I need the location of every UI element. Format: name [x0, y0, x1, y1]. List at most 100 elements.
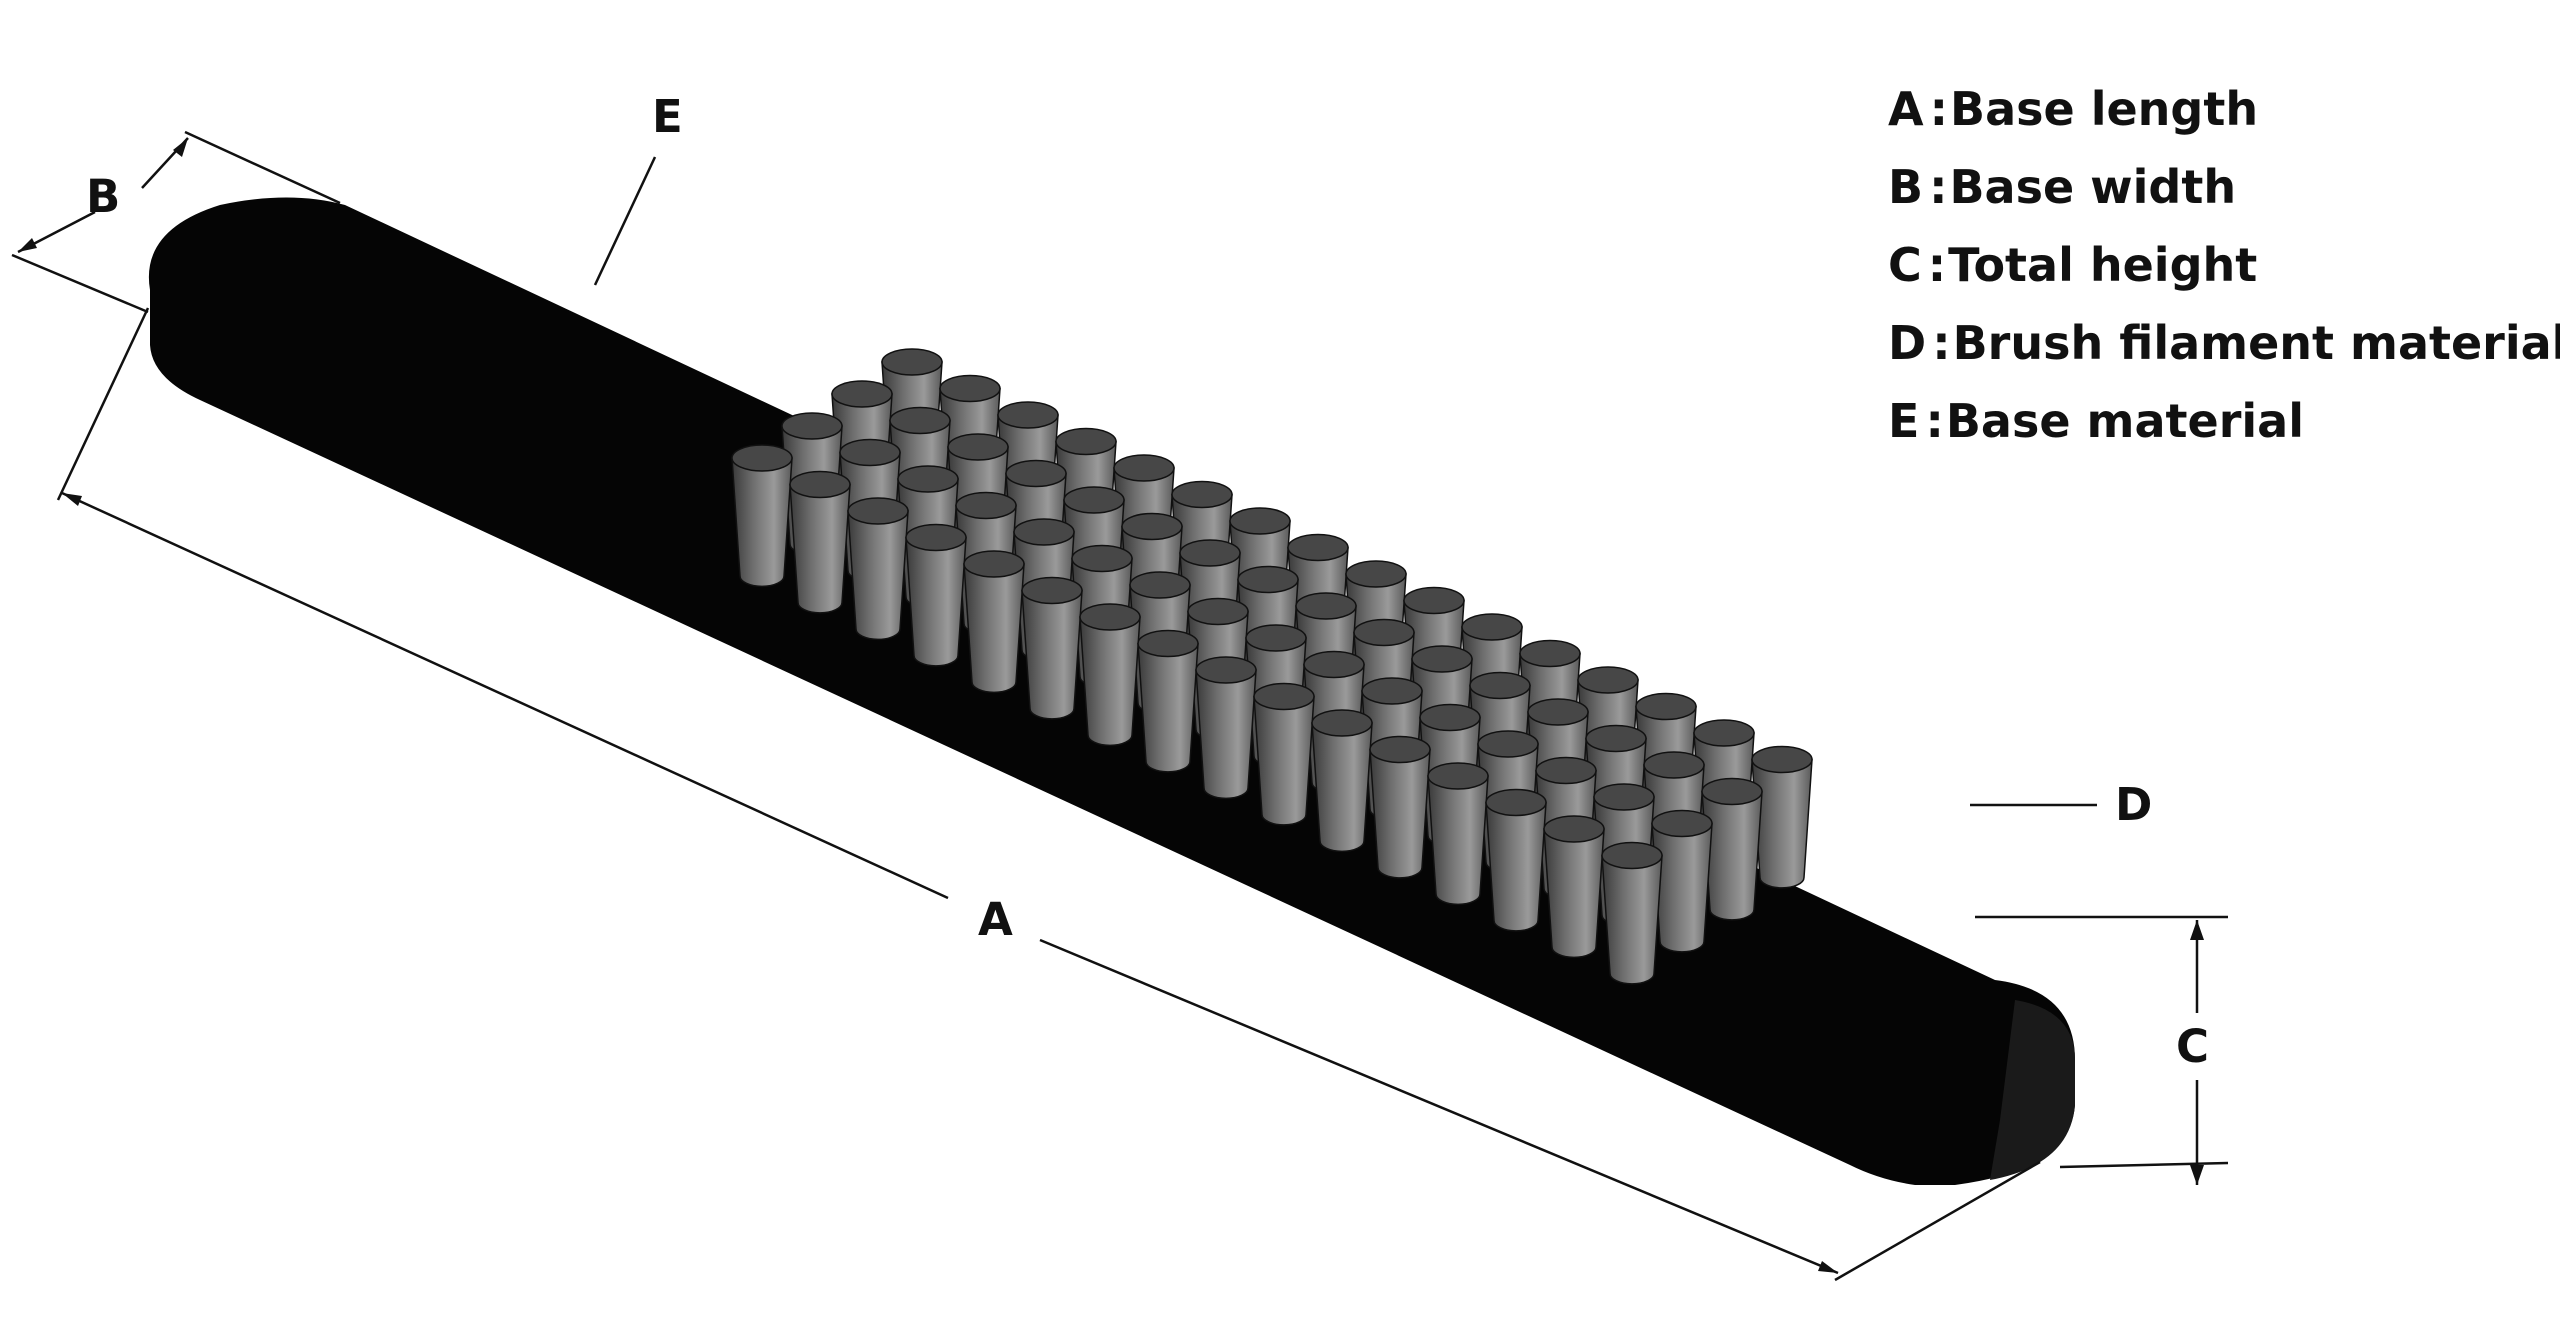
legend-separator: :: [1929, 82, 1949, 136]
bristle-body: [1195, 669, 1257, 800]
bristle-top: [1195, 656, 1257, 684]
legend-item-d: D:Brush filament material: [1888, 304, 2560, 382]
dim-c-arrow-top: [2190, 920, 2204, 940]
bristle-top: [1593, 783, 1655, 811]
bristle-tuft: [1485, 788, 1547, 932]
dim-a-ext-right: [1834, 1160, 2041, 1282]
bristle-tuft: [1369, 735, 1431, 879]
bristle-top: [1751, 745, 1813, 774]
legend-label: Base length: [1950, 82, 2259, 136]
legend-key: B: [1888, 160, 1924, 214]
bristle-top: [1643, 751, 1705, 779]
bristle-top: [1171, 480, 1233, 509]
dim-b-ext-lower: [11, 253, 149, 314]
bristle-top: [1179, 539, 1241, 567]
base-side-shade: [1990, 1000, 2075, 1180]
bristle-body: [1021, 589, 1083, 720]
bristle-tuft: [847, 497, 909, 641]
bristle-top: [847, 497, 909, 525]
dim-a-ext-left: [56, 307, 150, 501]
bristle-top: [1403, 586, 1465, 615]
bristle-top: [1303, 650, 1365, 679]
bristle-tuft: [963, 550, 1025, 694]
legend-label: Brush filament material: [1952, 316, 2560, 370]
bristle-top: [1071, 544, 1133, 573]
bristle-tuft: [1253, 682, 1315, 826]
bristle-body: [905, 536, 967, 667]
bristle-top: [947, 433, 1009, 461]
bristle-top: [1461, 613, 1523, 641]
bristle-top: [1369, 735, 1431, 764]
dim-label-b: B: [86, 170, 120, 223]
bristle-top: [1577, 666, 1639, 694]
legend-label: Base material: [1945, 394, 2304, 448]
bristle-body: [789, 483, 851, 614]
bristle-top: [1021, 576, 1083, 605]
dim-c-ext-bottom: [2059, 1161, 2229, 1169]
bristle-tuft: [1651, 809, 1713, 953]
bristle-top: [1519, 639, 1581, 668]
bristle-tuft: [1079, 603, 1141, 747]
bristle-tuft: [1137, 629, 1199, 773]
legend-item-b: B:Base width: [1888, 148, 2528, 226]
bristle-top: [889, 406, 951, 435]
bristle-top: [905, 523, 967, 552]
bristle-top: [1079, 603, 1141, 631]
legend-label: Total height: [1948, 238, 2258, 292]
legend-separator: :: [1927, 238, 1947, 292]
legend-item-e: E:Base material: [1888, 382, 2528, 460]
bristle-top: [1419, 703, 1481, 732]
bristle-tuft: [1543, 815, 1605, 959]
bristle-top: [1311, 709, 1373, 737]
dim-label-e: E: [652, 90, 683, 143]
bristle-top: [963, 550, 1025, 578]
dim-a-line-1: [61, 491, 949, 900]
legend: A:Base length B:Base width C:Total heigh…: [1888, 70, 2560, 460]
bristle-body: [731, 457, 793, 588]
bristle-top: [839, 438, 901, 467]
legend-item-a: A:Base length: [1888, 70, 2528, 148]
legend-separator: :: [1925, 394, 1944, 448]
dimension-labels: A B C D E: [86, 90, 2209, 1073]
bristle-top: [997, 401, 1059, 429]
dim-a-arrow-left: [62, 493, 82, 506]
bristle-tuft: [1751, 745, 1813, 889]
bristle-top: [1345, 560, 1407, 588]
bristle-body: [1543, 828, 1605, 959]
dim-a-line-2: [1039, 938, 1839, 1275]
bristle-body: [1485, 801, 1547, 932]
bristle-top: [1121, 512, 1183, 541]
bristle-field: [731, 348, 1813, 985]
dim-label-c: C: [2176, 1020, 2209, 1073]
bristle-tuft: [905, 523, 967, 667]
legend-key: C: [1888, 238, 1922, 292]
bristle-top: [881, 348, 943, 376]
bristle-top: [1527, 698, 1589, 726]
bristle-body: [1701, 790, 1763, 921]
bristle-body: [1601, 854, 1663, 985]
bristle-top: [781, 412, 843, 440]
bristle-top: [831, 380, 893, 408]
bristle-body: [1751, 758, 1813, 889]
legend-item-c: C:Total height: [1888, 226, 2528, 304]
bristle-tuft: [1601, 841, 1663, 985]
bristle-tuft: [1427, 762, 1489, 906]
dim-label-a: A: [978, 893, 1013, 946]
dim-b-arrow-upper: [173, 138, 188, 157]
bristle-top: [1253, 682, 1315, 711]
bristle-top: [1361, 677, 1423, 705]
bristle-top: [1651, 809, 1713, 838]
bristle-tuft: [1701, 777, 1763, 921]
bristle-top: [1187, 597, 1249, 626]
bristle-top: [1353, 618, 1415, 647]
dim-c-arrow-bottom: [2190, 1165, 2204, 1185]
bristle-top: [1477, 730, 1539, 758]
bristle-tuft: [1311, 709, 1373, 853]
bristle-tuft: [789, 470, 851, 614]
dim-b-arrow-lower: [18, 238, 37, 252]
bristle-top: [1701, 777, 1763, 806]
bristle-top: [1469, 671, 1531, 700]
legend-key: D: [1888, 316, 1927, 370]
